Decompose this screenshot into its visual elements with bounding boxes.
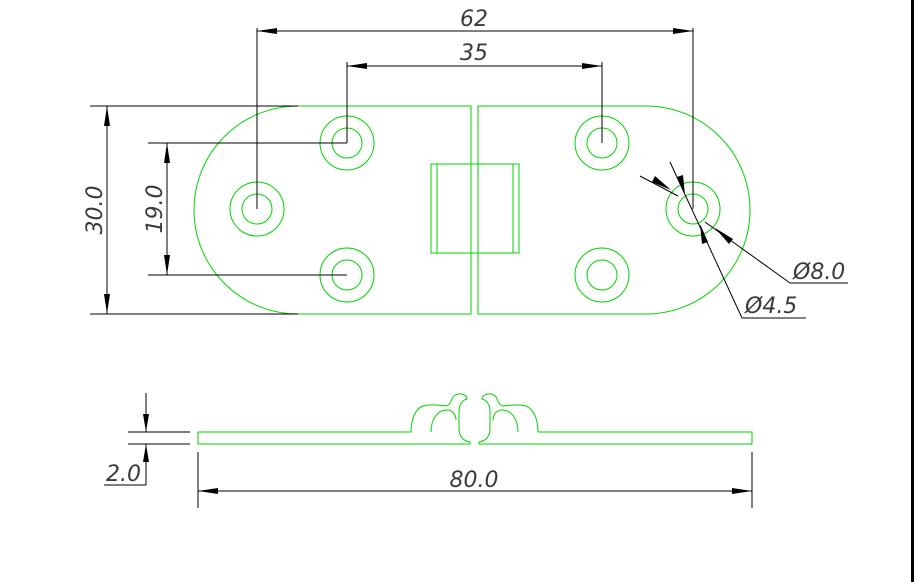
side-knuckle-curl-left — [430, 409, 457, 433]
outer-diameter-label: Ø8.0 — [792, 260, 845, 285]
left-leaf-outline — [193, 105, 472, 315]
dimension-30: 30.0 — [83, 105, 298, 315]
center-knuckle-outer — [430, 163, 520, 254]
dimension-30-label: 30.0 — [83, 186, 108, 235]
dimension-outer-diameter: Ø8.0 — [639, 175, 848, 285]
hinge-side-view — [197, 393, 753, 445]
dimension-hole-diameter: Ø4.5 — [669, 161, 806, 319]
dimension-35-label: 35 — [460, 41, 488, 66]
side-knuckle-curl-right — [492, 409, 519, 433]
side-profile-right — [478, 393, 753, 445]
dimension-35: 35 — [346, 41, 603, 143]
dimension-62-label: 62 — [460, 7, 488, 32]
right-leaf-outline — [477, 105, 751, 315]
dimension-19: 19.0 — [143, 142, 347, 276]
hole-diameter-label: Ø4.5 — [744, 294, 797, 319]
center-knuckle-inner — [436, 163, 514, 254]
thickness-label: 2.0 — [106, 462, 141, 487]
right-border-bar — [911, 0, 914, 582]
side-profile-left — [197, 393, 471, 445]
dimension-19-label: 19.0 — [143, 185, 168, 234]
dimension-62: 62 — [256, 7, 694, 209]
hole-right-bottom — [574, 247, 630, 303]
dimension-80-label: 80.0 — [450, 468, 499, 493]
dimension-thickness: 2.0 — [104, 393, 190, 487]
dimension-80: 80.0 — [197, 452, 753, 508]
hinge-top-view — [193, 105, 751, 315]
